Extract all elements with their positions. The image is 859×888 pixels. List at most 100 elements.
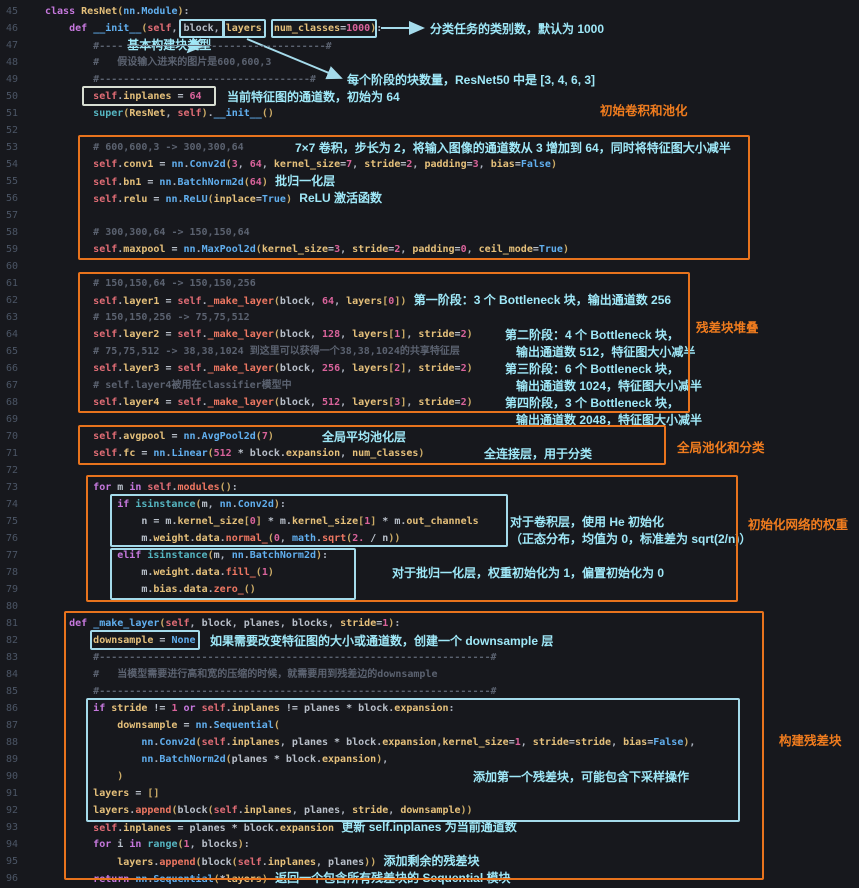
code-line[interactable]: 60 bbox=[0, 258, 859, 275]
code-line[interactable]: 80 bbox=[0, 598, 859, 615]
line-number[interactable]: 87 bbox=[5, 720, 18, 731]
code-line[interactable]: 64 self.layer2 = self._make_layer(block,… bbox=[0, 326, 859, 343]
code-line[interactable]: 92 layers.append(block(self.inplanes, pl… bbox=[0, 802, 859, 819]
code-line[interactable]: 77 elif isinstance(m, nn.BatchNorm2d): bbox=[0, 547, 859, 564]
line-number[interactable]: 83 bbox=[5, 652, 18, 663]
line-number[interactable]: 84 bbox=[5, 669, 18, 680]
code-line[interactable]: 57 bbox=[0, 207, 859, 224]
line-number[interactable]: 59 bbox=[5, 244, 18, 255]
line-number[interactable]: 89 bbox=[5, 754, 18, 765]
line-number[interactable]: 54 bbox=[5, 159, 18, 170]
line-number[interactable]: 77 bbox=[5, 550, 18, 561]
line-number[interactable]: 90 bbox=[5, 771, 18, 782]
code-line[interactable]: 65 # 75,75,512 -> 38,38,1024 到这里可以获得一个38… bbox=[0, 343, 859, 360]
line-number[interactable]: 47 bbox=[5, 40, 18, 51]
line-number[interactable]: 92 bbox=[5, 805, 18, 816]
code-line[interactable]: 95 layers.append(block(self.inplanes, pl… bbox=[0, 853, 859, 870]
code-line[interactable]: 94 for i in range(1, blocks): bbox=[0, 836, 859, 853]
line-number[interactable]: 91 bbox=[5, 788, 18, 799]
code-line[interactable]: 93 self.inplanes = planes * block.expans… bbox=[0, 819, 859, 836]
line-number[interactable]: 46 bbox=[5, 23, 18, 34]
code-line[interactable]: 83 #------------------------------------… bbox=[0, 649, 859, 666]
code-line[interactable]: 54 self.conv1 = nn.Conv2d(3, 64, kernel_… bbox=[0, 156, 859, 173]
code-line[interactable]: 55 self.bn1 = nn.BatchNorm2d(64) 批归一化层 bbox=[0, 173, 859, 190]
line-number[interactable]: 56 bbox=[5, 193, 18, 204]
line-number[interactable]: 81 bbox=[5, 618, 18, 629]
code-line[interactable]: 59 self.maxpool = nn.MaxPool2d(kernel_si… bbox=[0, 241, 859, 258]
line-number[interactable]: 53 bbox=[5, 142, 18, 153]
line-number[interactable]: 96 bbox=[5, 873, 18, 884]
code-line[interactable]: 91 layers = [] bbox=[0, 785, 859, 802]
code-line[interactable]: 79 m.bias.data.zero_() bbox=[0, 581, 859, 598]
code-line[interactable]: 85 #------------------------------------… bbox=[0, 683, 859, 700]
line-number[interactable]: 48 bbox=[5, 57, 18, 68]
code-line[interactable]: 72 bbox=[0, 462, 859, 479]
line-number[interactable]: 79 bbox=[5, 584, 18, 595]
line-number[interactable]: 58 bbox=[5, 227, 18, 238]
code-line[interactable]: 88 nn.Conv2d(self.inplanes, planes * blo… bbox=[0, 734, 859, 751]
code-line[interactable]: 68 self.layer4 = self._make_layer(block,… bbox=[0, 394, 859, 411]
line-number[interactable]: 70 bbox=[5, 431, 18, 442]
code-line[interactable]: 81 def _make_layer(self, block, planes, … bbox=[0, 615, 859, 632]
code-line[interactable]: 73 for m in self.modules(): bbox=[0, 479, 859, 496]
line-number[interactable]: 49 bbox=[5, 74, 18, 85]
code-line[interactable]: 70 self.avgpool = nn.AvgPool2d(7)全局平均池化层 bbox=[0, 428, 859, 445]
line-number[interactable]: 52 bbox=[5, 125, 18, 136]
line-number[interactable]: 95 bbox=[5, 856, 18, 867]
line-number[interactable]: 71 bbox=[5, 448, 18, 459]
code-line[interactable]: 84 # 当模型需要进行高和宽的压缩的时候，就需要用到残差边的downsampl… bbox=[0, 666, 859, 683]
line-number[interactable]: 65 bbox=[5, 346, 18, 357]
line-number[interactable]: 86 bbox=[5, 703, 18, 714]
line-number[interactable]: 78 bbox=[5, 567, 18, 578]
line-number[interactable]: 45 bbox=[5, 6, 18, 17]
code-line[interactable]: 51 super(ResNet, self).__init__() bbox=[0, 105, 859, 122]
line-number[interactable]: 60 bbox=[5, 261, 18, 272]
line-number[interactable]: 57 bbox=[5, 210, 18, 221]
line-number[interactable]: 51 bbox=[5, 108, 18, 119]
line-number[interactable]: 64 bbox=[5, 329, 18, 340]
line-number[interactable]: 82 bbox=[5, 635, 18, 646]
code-line[interactable]: 61 # 150,150,64 -> 150,150,256 bbox=[0, 275, 859, 292]
line-number[interactable]: 94 bbox=[5, 839, 18, 850]
code-line[interactable]: 96 return nn.Sequential(*layers) 返回一个包含所… bbox=[0, 870, 859, 887]
line-number[interactable]: 72 bbox=[5, 465, 18, 476]
code-line[interactable]: 47 #----基本构建块类型-------------------# bbox=[0, 37, 859, 54]
line-number[interactable]: 69 bbox=[5, 414, 18, 425]
code-line[interactable]: 66 self.layer3 = self._make_layer(block,… bbox=[0, 360, 859, 377]
line-number[interactable]: 67 bbox=[5, 380, 18, 391]
line-number[interactable]: 50 bbox=[5, 91, 18, 102]
code-line[interactable]: 67 # self.layer4被用在classifier模型中输出通道数 10… bbox=[0, 377, 859, 394]
code-line[interactable]: 76 m.weight.data.normal_(0, math.sqrt(2.… bbox=[0, 530, 859, 547]
code-line[interactable]: 52 bbox=[0, 122, 859, 139]
code-line[interactable]: 49 #-----------------------------------#… bbox=[0, 71, 859, 88]
line-number[interactable]: 88 bbox=[5, 737, 18, 748]
code-line[interactable]: 71 self.fc = nn.Linear(512 * block.expan… bbox=[0, 445, 859, 462]
line-number[interactable]: 63 bbox=[5, 312, 18, 323]
code-line[interactable]: 48 # 假设输入进来的图片是600,600,3 bbox=[0, 54, 859, 71]
line-number[interactable]: 61 bbox=[5, 278, 18, 289]
line-number[interactable]: 66 bbox=[5, 363, 18, 374]
line-number[interactable]: 55 bbox=[5, 176, 18, 187]
code-line[interactable]: 75 n = m.kernel_size[0] * m.kernel_size[… bbox=[0, 513, 859, 530]
line-number[interactable]: 73 bbox=[5, 482, 18, 493]
code-line[interactable]: 89 nn.BatchNorm2d(planes * block.expansi… bbox=[0, 751, 859, 768]
code-line[interactable]: 63 # 150,150,256 -> 75,75,512 bbox=[0, 309, 859, 326]
line-number[interactable]: 68 bbox=[5, 397, 18, 408]
code-line[interactable]: 87 downsample = nn.Sequential( bbox=[0, 717, 859, 734]
line-number[interactable]: 76 bbox=[5, 533, 18, 544]
code-line[interactable]: 86 if stride != 1 or self.inplanes != pl… bbox=[0, 700, 859, 717]
line-number[interactable]: 62 bbox=[5, 295, 18, 306]
code-line[interactable]: 46 def __init__(self, block, layers, num… bbox=[0, 20, 859, 37]
line-number[interactable]: 85 bbox=[5, 686, 18, 697]
code-line[interactable]: 74 if isinstance(m, nn.Conv2d): bbox=[0, 496, 859, 513]
code-line[interactable]: 58 # 300,300,64 -> 150,150,64 bbox=[0, 224, 859, 241]
code-line[interactable]: 90 )添加第一个残差块，可能包含下采样操作 bbox=[0, 768, 859, 785]
code-line[interactable]: 78 m.weight.data.fill_(1)对于批归一化层，权重初始化为 … bbox=[0, 564, 859, 581]
line-number[interactable]: 75 bbox=[5, 516, 18, 527]
line-number[interactable]: 80 bbox=[5, 601, 18, 612]
